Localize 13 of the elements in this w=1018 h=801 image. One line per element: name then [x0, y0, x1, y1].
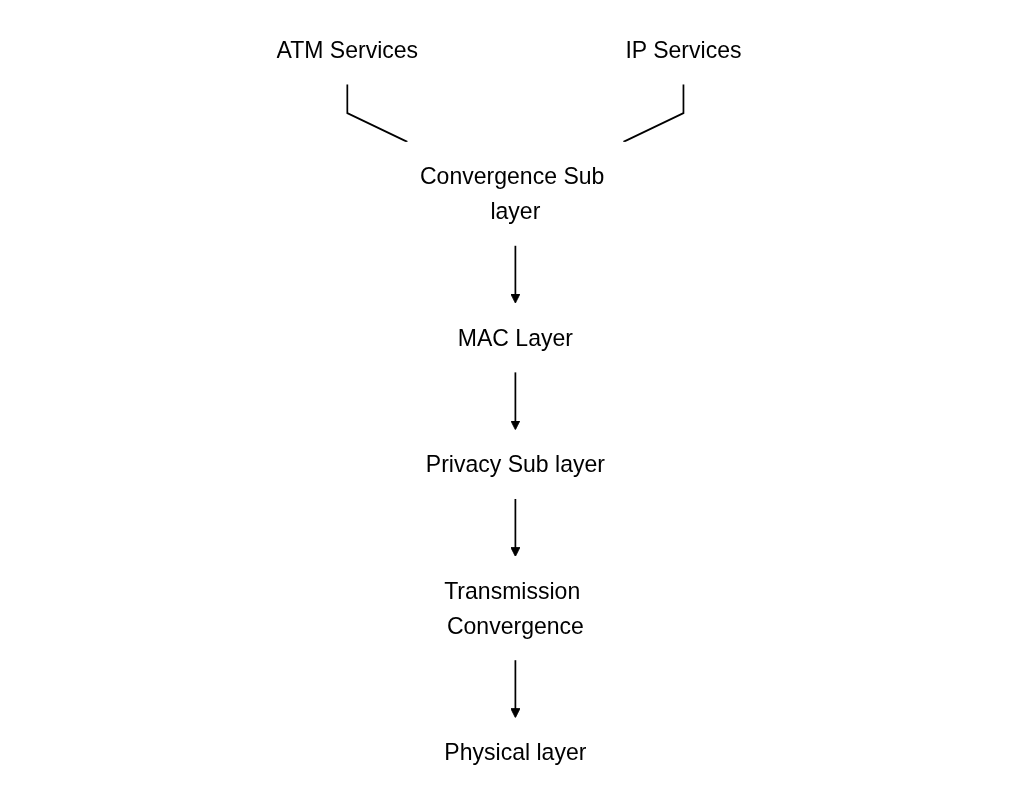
arrow [510, 497, 521, 557]
node-text: Privacy Sub layer [425, 451, 605, 477]
node-text: IP Services [625, 36, 742, 62]
node-text: Transmission Convergence [444, 577, 584, 638]
node-text: Convergence Sub layer [419, 163, 605, 224]
connector [346, 82, 409, 143]
arrow [510, 244, 521, 304]
node-text: MAC Layer [457, 324, 573, 350]
node-text: Physical layer [444, 739, 587, 765]
arrow [510, 658, 521, 718]
arrow [510, 370, 521, 430]
connector [622, 82, 685, 143]
node-text: ATM Services [276, 36, 419, 62]
